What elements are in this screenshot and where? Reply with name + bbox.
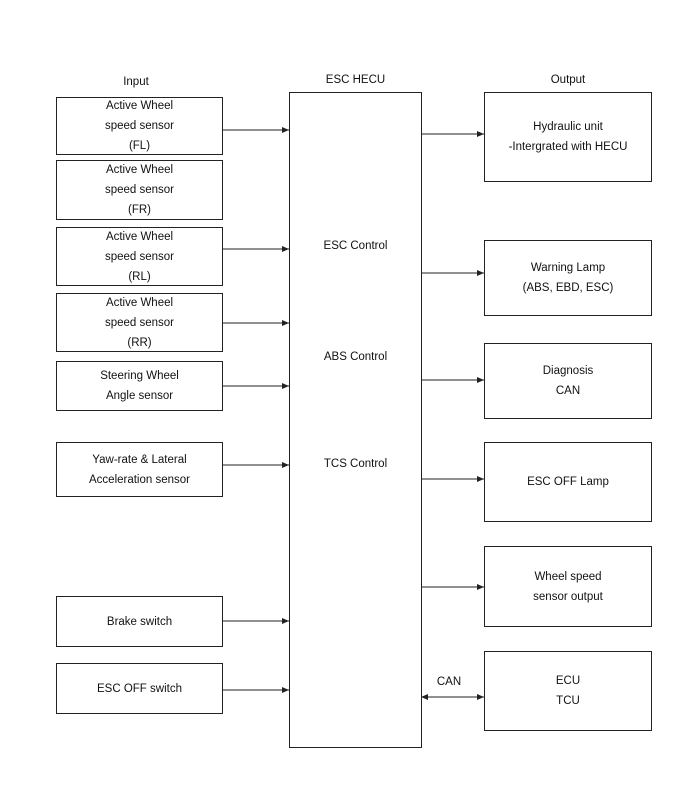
input-5-line-1: Steering Wheel	[100, 370, 179, 382]
output-6-line-2: TCU	[556, 695, 580, 707]
output-warning-lamp: Warning Lamp (ABS, EBD, ESC)	[484, 240, 652, 316]
output-1-line-1: Hydraulic unit	[533, 121, 603, 133]
output-hydraulic-unit: Hydraulic unit -Intergrated with HECU	[484, 92, 652, 182]
output-1-line-2: -Intergrated with HECU	[508, 141, 628, 153]
input-3-line-3: (RL)	[128, 270, 151, 283]
input-1-line-1: Active Wheel	[105, 100, 174, 112]
input-header: Input	[123, 76, 149, 88]
output-esc-off-lamp: ESC OFF Lamp	[484, 442, 652, 522]
output-2-line-2: (ABS, EBD, ESC)	[522, 282, 614, 294]
output-diagnosis-can: Diagnosis CAN	[484, 343, 652, 419]
esc-control-label: ESC Control	[323, 240, 388, 252]
input-6-line-1: Yaw-rate & Lateral	[92, 453, 187, 466]
abs-control-label: ABS Control	[323, 351, 388, 363]
tcs-control-label: TCS Control	[323, 458, 388, 470]
input-7-line-1: Brake switch	[106, 615, 173, 628]
output-4-line-1: ESC OFF Lamp	[527, 476, 609, 488]
input-wheel-speed-rr: Active Wheel speed sensor (RR)	[56, 293, 223, 352]
input-6-line-2: Acceleration sensor	[89, 473, 190, 486]
input-1-line-2: speed sensor	[104, 120, 175, 132]
input-brake-switch: Brake switch	[56, 596, 223, 647]
output-5-line-2: sensor output	[533, 590, 603, 603]
input-wheel-speed-fr: Active Wheel speed sensor (FR)	[56, 160, 223, 220]
esc-hecu-block	[289, 92, 422, 748]
input-1-line-3: (FL)	[128, 140, 151, 152]
esc-hecu-header: ESC HECU	[325, 74, 386, 86]
output-ecu-tcu: ECU TCU	[484, 651, 652, 731]
input-3-line-1: Active Wheel	[105, 230, 174, 243]
output-2-line-1: Warning Lamp	[530, 262, 606, 274]
output-5-line-1: Wheel speed	[534, 570, 602, 583]
output-3-line-1: Diagnosis	[542, 365, 594, 377]
input-wheel-speed-rl: Active Wheel speed sensor (RL)	[56, 227, 223, 286]
input-8-line-1: ESC OFF switch	[97, 682, 182, 695]
input-3-line-2: speed sensor	[104, 250, 175, 263]
input-2-line-2: speed sensor	[104, 184, 175, 196]
input-steering-angle-sensor: Steering Wheel Angle sensor	[56, 361, 223, 411]
input-4-line-2: speed sensor	[104, 316, 175, 329]
output-3-line-2: CAN	[555, 385, 581, 397]
input-4-line-1: Active Wheel	[105, 296, 174, 309]
input-4-line-3: (RR)	[127, 336, 152, 349]
input-2-line-1: Active Wheel	[105, 164, 174, 176]
input-yaw-rate-sensor: Yaw-rate & Lateral Acceleration sensor	[56, 442, 223, 497]
output-wheel-speed-sensor-output: Wheel speed sensor output	[484, 546, 652, 627]
output-header: Output	[550, 74, 586, 86]
output-6-line-1: ECU	[555, 675, 581, 687]
input-5-line-2: Angle sensor	[105, 390, 174, 402]
input-2-line-3: (FR)	[128, 204, 151, 216]
input-wheel-speed-fl: Active Wheel speed sensor (FL)	[56, 97, 223, 155]
can-label: CAN	[436, 676, 462, 688]
input-esc-off-switch: ESC OFF switch	[56, 663, 223, 714]
